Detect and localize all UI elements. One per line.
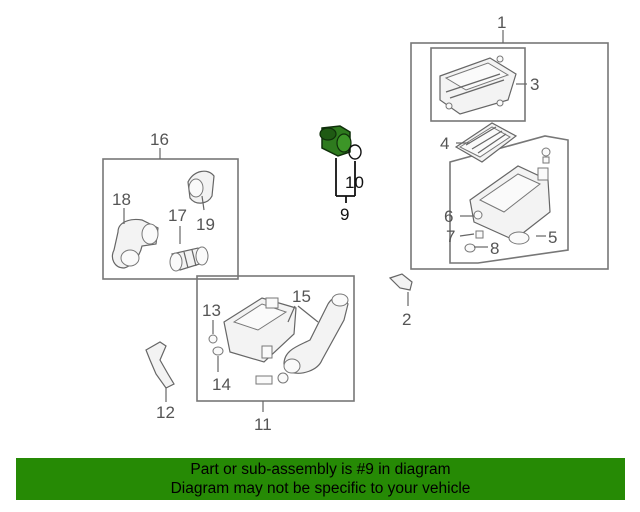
intake-duct-15[interactable]	[283, 293, 349, 374]
resonator-tank[interactable]	[223, 297, 297, 363]
callout-5: 5	[548, 228, 557, 247]
intake-hose-17[interactable]	[169, 246, 209, 272]
group-box-11	[196, 275, 355, 402]
banner-line-2: Diagram may not be specific to your vehi…	[170, 480, 471, 497]
banner-line-1: Part or sub-assembly is #9 in diagram	[190, 461, 451, 478]
parts-diagram: 1 3 4 5 6 7 8 9 10 2 16 18 17 19 13 14 1…	[102, 13, 609, 434]
mass-air-flow-sensor[interactable]	[319, 125, 352, 157]
callout-9: 9	[340, 205, 349, 224]
callout-14: 14	[212, 375, 231, 394]
callout-7: 7	[446, 227, 455, 246]
callout-2: 2	[402, 310, 411, 329]
air-cleaner-body[interactable]	[469, 147, 551, 245]
bracket-12[interactable]	[145, 341, 175, 389]
clamp-13[interactable]	[208, 334, 218, 344]
bolt-7[interactable]	[475, 230, 484, 239]
callout-8: 8	[490, 239, 499, 258]
group-box-1	[410, 42, 609, 270]
intake-hose-18[interactable]	[111, 218, 159, 269]
callout-12: 12	[156, 403, 175, 422]
grommet-8[interactable]	[464, 243, 476, 253]
group-box-16	[102, 158, 239, 280]
filter-element[interactable]	[454, 122, 518, 163]
bracket-2[interactable]	[388, 273, 413, 291]
callout-1: 1	[497, 13, 506, 32]
callout-13: 13	[202, 301, 221, 320]
callout-6: 6	[444, 207, 453, 226]
callout-17: 17	[168, 206, 187, 225]
air-cleaner-cover[interactable]	[439, 55, 517, 115]
group-box-5	[449, 135, 569, 264]
sensor-bolt[interactable]	[255, 372, 289, 385]
grommet-14[interactable]	[212, 346, 224, 356]
callout-15: 15	[292, 287, 311, 306]
callout-4: 4	[440, 134, 449, 153]
callout-11: 11	[254, 415, 272, 434]
callout-3: 3	[530, 75, 539, 94]
info-banner: Part or sub-assembly is #9 in diagram Di…	[16, 458, 625, 500]
callout-19: 19	[196, 215, 215, 234]
o-ring-10[interactable]	[348, 144, 362, 160]
intake-duct-19[interactable]	[187, 170, 215, 204]
callout-18: 18	[112, 190, 131, 209]
clip-6[interactable]	[473, 210, 483, 220]
callout-10: 10	[345, 173, 364, 192]
callout-16: 16	[150, 130, 169, 149]
